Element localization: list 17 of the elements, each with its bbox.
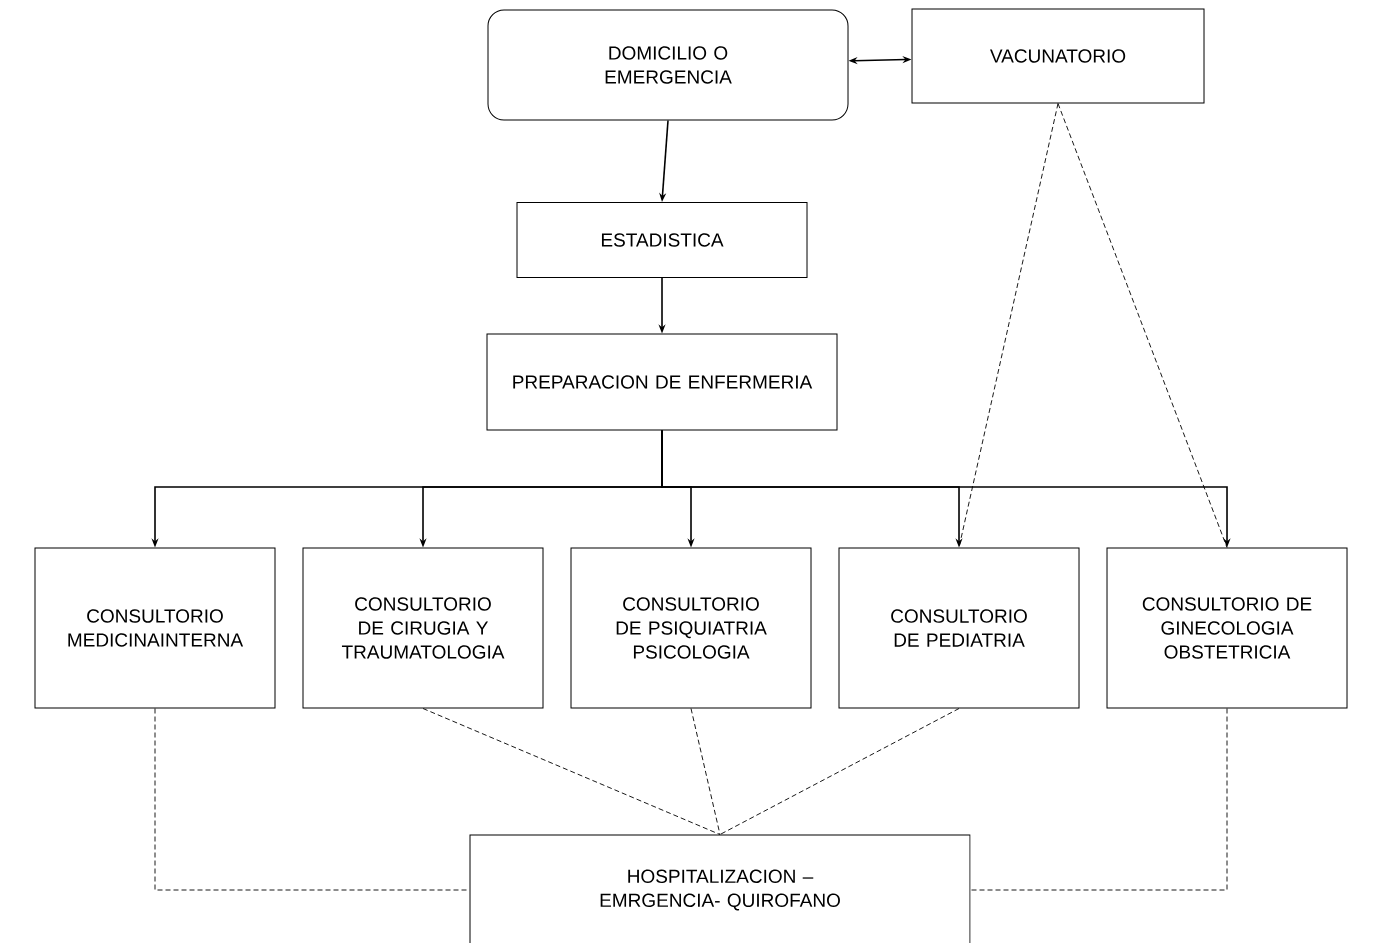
connector-line <box>970 708 1228 891</box>
process-box: PREPARACION DE ENFERMERIA <box>486 333 838 431</box>
process-box: VACUNATORIO <box>911 8 1205 104</box>
process-box: CONSULTORIO DE GINECOLOGIA OBSTETRICIA <box>1106 547 1348 709</box>
connector-line <box>690 708 721 835</box>
process-box: CONSULTORIO MEDICINAINTERNA <box>34 547 276 709</box>
connector-line <box>958 103 1059 548</box>
process-box: CONSULTORIO DE PSIQUIATRIA PSICOLOGIA <box>570 547 812 709</box>
rounded-box: DOMICILIO O EMERGENCIA <box>487 9 849 121</box>
connector-line <box>719 708 960 835</box>
connector-line <box>1057 103 1228 548</box>
process-box: CONSULTORIO DE PEDIATRIA <box>838 547 1080 709</box>
process-box: ESTADISTICA <box>516 202 808 278</box>
connector-line <box>422 708 721 835</box>
process-box: CONSULTORIO DE CIRUGIA Y TRAUMATOLOGIA <box>302 547 544 709</box>
connector-line <box>154 708 470 891</box>
process-box: HOSPITALIZACION – EMRGENCIA- QUIROFANO <box>469 834 971 943</box>
